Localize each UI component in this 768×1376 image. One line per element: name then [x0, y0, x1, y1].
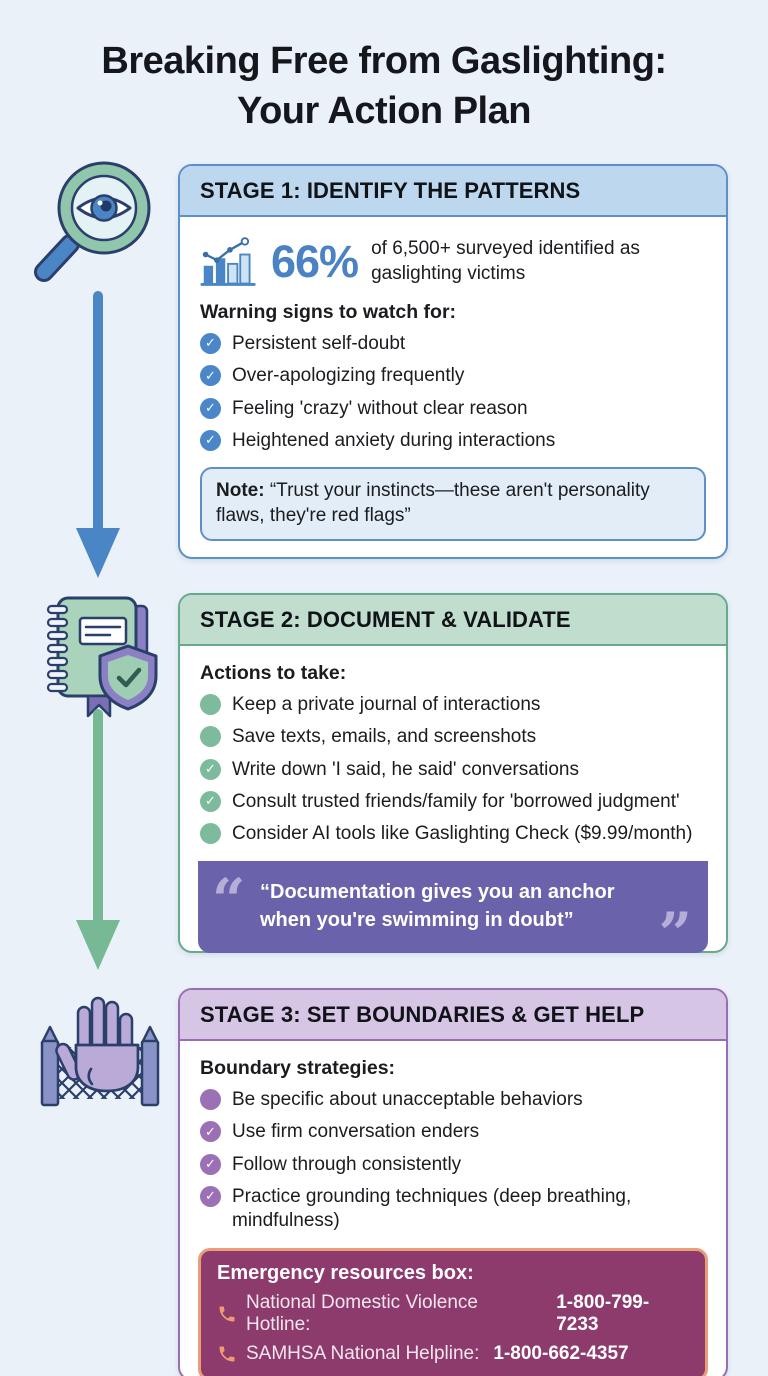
phone-icon [219, 1306, 235, 1322]
bar-chart-icon [200, 237, 256, 286]
bullet-dot-icon [200, 823, 221, 845]
check-icon: ✓ [200, 1121, 221, 1143]
stage1-stat: 66% of 6,500+ surveyed identified as gas… [200, 235, 706, 289]
hotline-label: SAMHSA National Helpline: [246, 1342, 480, 1364]
stage3-header: STAGE 3: SET BOUNDARIES & GET HELP [180, 990, 726, 1041]
check-icon: ✓ [200, 758, 221, 780]
list-item-text: Use firm conversation enders [232, 1121, 480, 1143]
stage2-list-heading: Actions to take: [200, 662, 347, 684]
emergency-line: National Domestic Violence Hotline: 1-800… [217, 1292, 689, 1336]
list-item-text: Feeling 'crazy' without clear reason [232, 397, 528, 419]
note-box: Note: “Trust your instincts—these aren't… [200, 467, 706, 542]
stage1-header: STAGE 1: IDENTIFY THE PATTERNS [180, 166, 726, 217]
list-item-text: Practice grounding techniques (deep brea… [232, 1185, 632, 1232]
stage1-card: STAGE 1: IDENTIFY THE PATTERNS 66% of 6,… [178, 164, 728, 560]
list-item: Keep a private journal of interactions [200, 693, 706, 717]
check-icon: ✓ [200, 429, 221, 451]
check-icon: ✓ [200, 397, 221, 419]
stage2-body: Actions to take: Keep a private journal … [180, 646, 726, 963]
arrow-down-icon [76, 291, 120, 578]
stage2-card: STAGE 2: DOCUMENT & VALIDATE Actions to … [178, 593, 728, 963]
hotline-number: 1-800-662-4357 [493, 1342, 629, 1364]
list-item-text: Over-apologizing frequently [232, 365, 465, 387]
stage3-body: Boundary strategies: Be specific about u… [180, 1041, 726, 1376]
check-icon: ✓ [200, 1185, 221, 1207]
list-item: ✓ Over-apologizing frequently [200, 364, 706, 388]
stat-description: of 6,500+ surveyed identified as gasligh… [371, 238, 640, 284]
stat-value: 66% [271, 236, 359, 287]
check-icon: ✓ [200, 365, 221, 387]
list-item-text: Write down 'I said, he said' conversatio… [232, 758, 579, 780]
stage3-card: STAGE 3: SET BOUNDARIES & GET HELP Bound… [178, 988, 728, 1376]
bullet-dot-icon [200, 1089, 221, 1110]
quote-box: “ “Documentation gives you an anchor whe… [198, 860, 708, 963]
list-item: ✓ Persistent self-doubt [200, 332, 706, 356]
list-item: ✓ Heightened anxiety during interactions [200, 429, 706, 453]
stage3-list-heading: Boundary strategies: [200, 1057, 396, 1079]
list-item-text: Consider AI tools like Gaslighting Check… [232, 823, 693, 845]
stage1-list-heading: Warning signs to watch for: [200, 301, 457, 323]
list-item-text: Follow through consistently [232, 1153, 462, 1175]
stage3-list: Be specific about unacceptable behaviors… [200, 1088, 706, 1234]
bullet-dot-icon [200, 694, 221, 715]
list-item: ✓ Use firm conversation enders [200, 1120, 706, 1144]
list-item-text: Be specific about unacceptable behaviors [232, 1089, 583, 1110]
list-item: ✓ Feeling 'crazy' without clear reason [200, 397, 706, 421]
list-item-text: Consult trusted friends/family for 'borr… [232, 790, 680, 812]
stage2-header: STAGE 2: DOCUMENT & VALIDATE [180, 595, 726, 646]
note-label: Note: [216, 480, 265, 502]
list-item: ✓ Write down 'I said, he said' conversat… [200, 758, 706, 782]
list-item-text: Persistent self-doubt [232, 333, 406, 354]
close-quote-icon: ” [658, 899, 692, 968]
list-item: Save texts, emails, and screenshots [200, 725, 706, 749]
note-text: “Trust your instincts—these aren't perso… [216, 480, 650, 527]
page-title-line2: Your Action Plan [237, 90, 531, 133]
journal-shield-icon [46, 596, 158, 718]
list-item-text: Keep a private journal of interactions [232, 694, 541, 715]
hotline-label: National Domestic Violence Hotline: [246, 1291, 478, 1335]
quote-text: “Documentation gives you an anchor when … [260, 880, 615, 931]
list-item: Consider AI tools like Gaslighting Check… [200, 822, 706, 846]
list-item-text: Save texts, emails, and screenshots [232, 726, 537, 748]
list-item-text: Heightened anxiety during interactions [232, 429, 556, 451]
check-icon: ✓ [200, 1153, 221, 1175]
arrow-down-icon [76, 709, 120, 970]
phone-icon [219, 1346, 235, 1362]
emergency-line: SAMHSA National Helpline: 1-800-662-4357 [217, 1343, 689, 1365]
page-title: Breaking Free from Gaslighting: Your Act… [0, 36, 768, 136]
stage1-body: 66% of 6,500+ surveyed identified as gas… [180, 217, 726, 557]
page-title-line1: Breaking Free from Gaslighting: [101, 40, 667, 82]
list-item: ✓ Practice grounding techniques (deep br… [200, 1185, 706, 1234]
hand-fence-icon [40, 996, 160, 1107]
stage1-list: ✓ Persistent self-doubt ✓ Over-apologizi… [200, 332, 706, 453]
list-item: ✓ Follow through consistently [200, 1153, 706, 1177]
emergency-resources-box: Emergency resources box: National Domest… [198, 1247, 708, 1376]
stage2-list: Keep a private journal of interactions S… [200, 693, 706, 847]
open-quote-icon: “ [212, 865, 246, 934]
emergency-title: Emergency resources box: [217, 1261, 474, 1284]
check-icon: ✓ [200, 333, 221, 354]
hotline-number: 1-800-799-7233 [556, 1291, 650, 1335]
list-item: ✓ Consult trusted friends/family for 'bo… [200, 790, 706, 814]
bullet-dot-icon [200, 726, 221, 748]
list-item: Be specific about unacceptable behaviors [200, 1088, 706, 1112]
check-icon: ✓ [200, 790, 221, 812]
magnifier-eye-icon [34, 161, 151, 282]
